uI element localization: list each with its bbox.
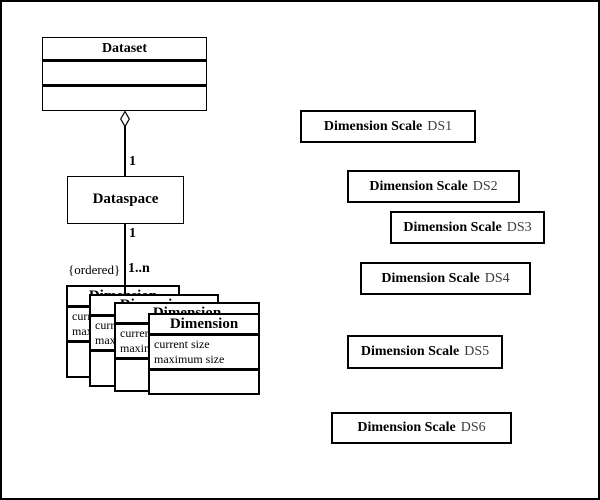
aggregation-diamond-icon [120, 111, 130, 127]
dataspace-class-box: Dataspace [67, 176, 184, 224]
dimension-scale-box-ds1: Dimension Scale DS1 [300, 110, 476, 143]
dimension-scale-id: DS2 [472, 178, 498, 194]
dimension-scale-box-ds3: Dimension Scale DS3 [390, 211, 545, 244]
dimension-scale-label: Dimension Scale [369, 178, 468, 194]
association-line-dataset-dataspace [124, 126, 126, 176]
compartment-divider [150, 368, 258, 371]
dimension-scale-box-ds5: Dimension Scale DS5 [347, 335, 503, 369]
dimension-scale-box-ds6: Dimension Scale DS6 [331, 412, 512, 444]
dimension-scale-label: Dimension Scale [403, 219, 502, 235]
dimension-scale-label: Dimension Scale [323, 118, 423, 134]
dimension-scale-id: DS5 [464, 344, 490, 359]
dimension-class-title: Dimension [169, 316, 239, 332]
dataset-class-box: Dataset [42, 37, 207, 111]
association-line-dataspace-dimension [124, 224, 126, 296]
dimension-scale-box-ds2: Dimension Scale DS2 [347, 170, 520, 203]
dimension-scale-id: DS1 [427, 118, 453, 134]
dimension-scale-id: DS4 [484, 270, 510, 286]
multiplicity-label: 1 [129, 226, 136, 241]
compartment-divider [43, 84, 206, 87]
attribute-label: current size [154, 337, 210, 351]
dimension-class-box: Dimension current size maximum size [148, 313, 260, 395]
dimension-scale-label: Dimension Scale [357, 420, 456, 435]
dimension-scale-id: DS3 [506, 219, 532, 235]
multiplicity-label: 1..n [128, 261, 150, 276]
dataset-attributes-compartment [43, 62, 206, 84]
dimension-scale-label: Dimension Scale [360, 344, 460, 359]
ordered-constraint-label: {ordered} [68, 262, 121, 277]
dataset-class-title: Dataset [101, 41, 148, 56]
dataspace-class-title: Dataspace [92, 191, 159, 207]
multiplicity-label: 1 [129, 154, 136, 169]
dimension-scale-id: DS6 [460, 420, 486, 435]
attribute-label: maximum size [154, 352, 225, 366]
dimension-attributes-compartment: current size maximum size [150, 336, 258, 368]
dimension-scale-label: Dimension Scale [381, 270, 480, 286]
dimension-scale-box-ds4: Dimension Scale DS4 [360, 262, 531, 295]
compartment-divider [150, 333, 258, 336]
compartment-divider [43, 59, 206, 62]
